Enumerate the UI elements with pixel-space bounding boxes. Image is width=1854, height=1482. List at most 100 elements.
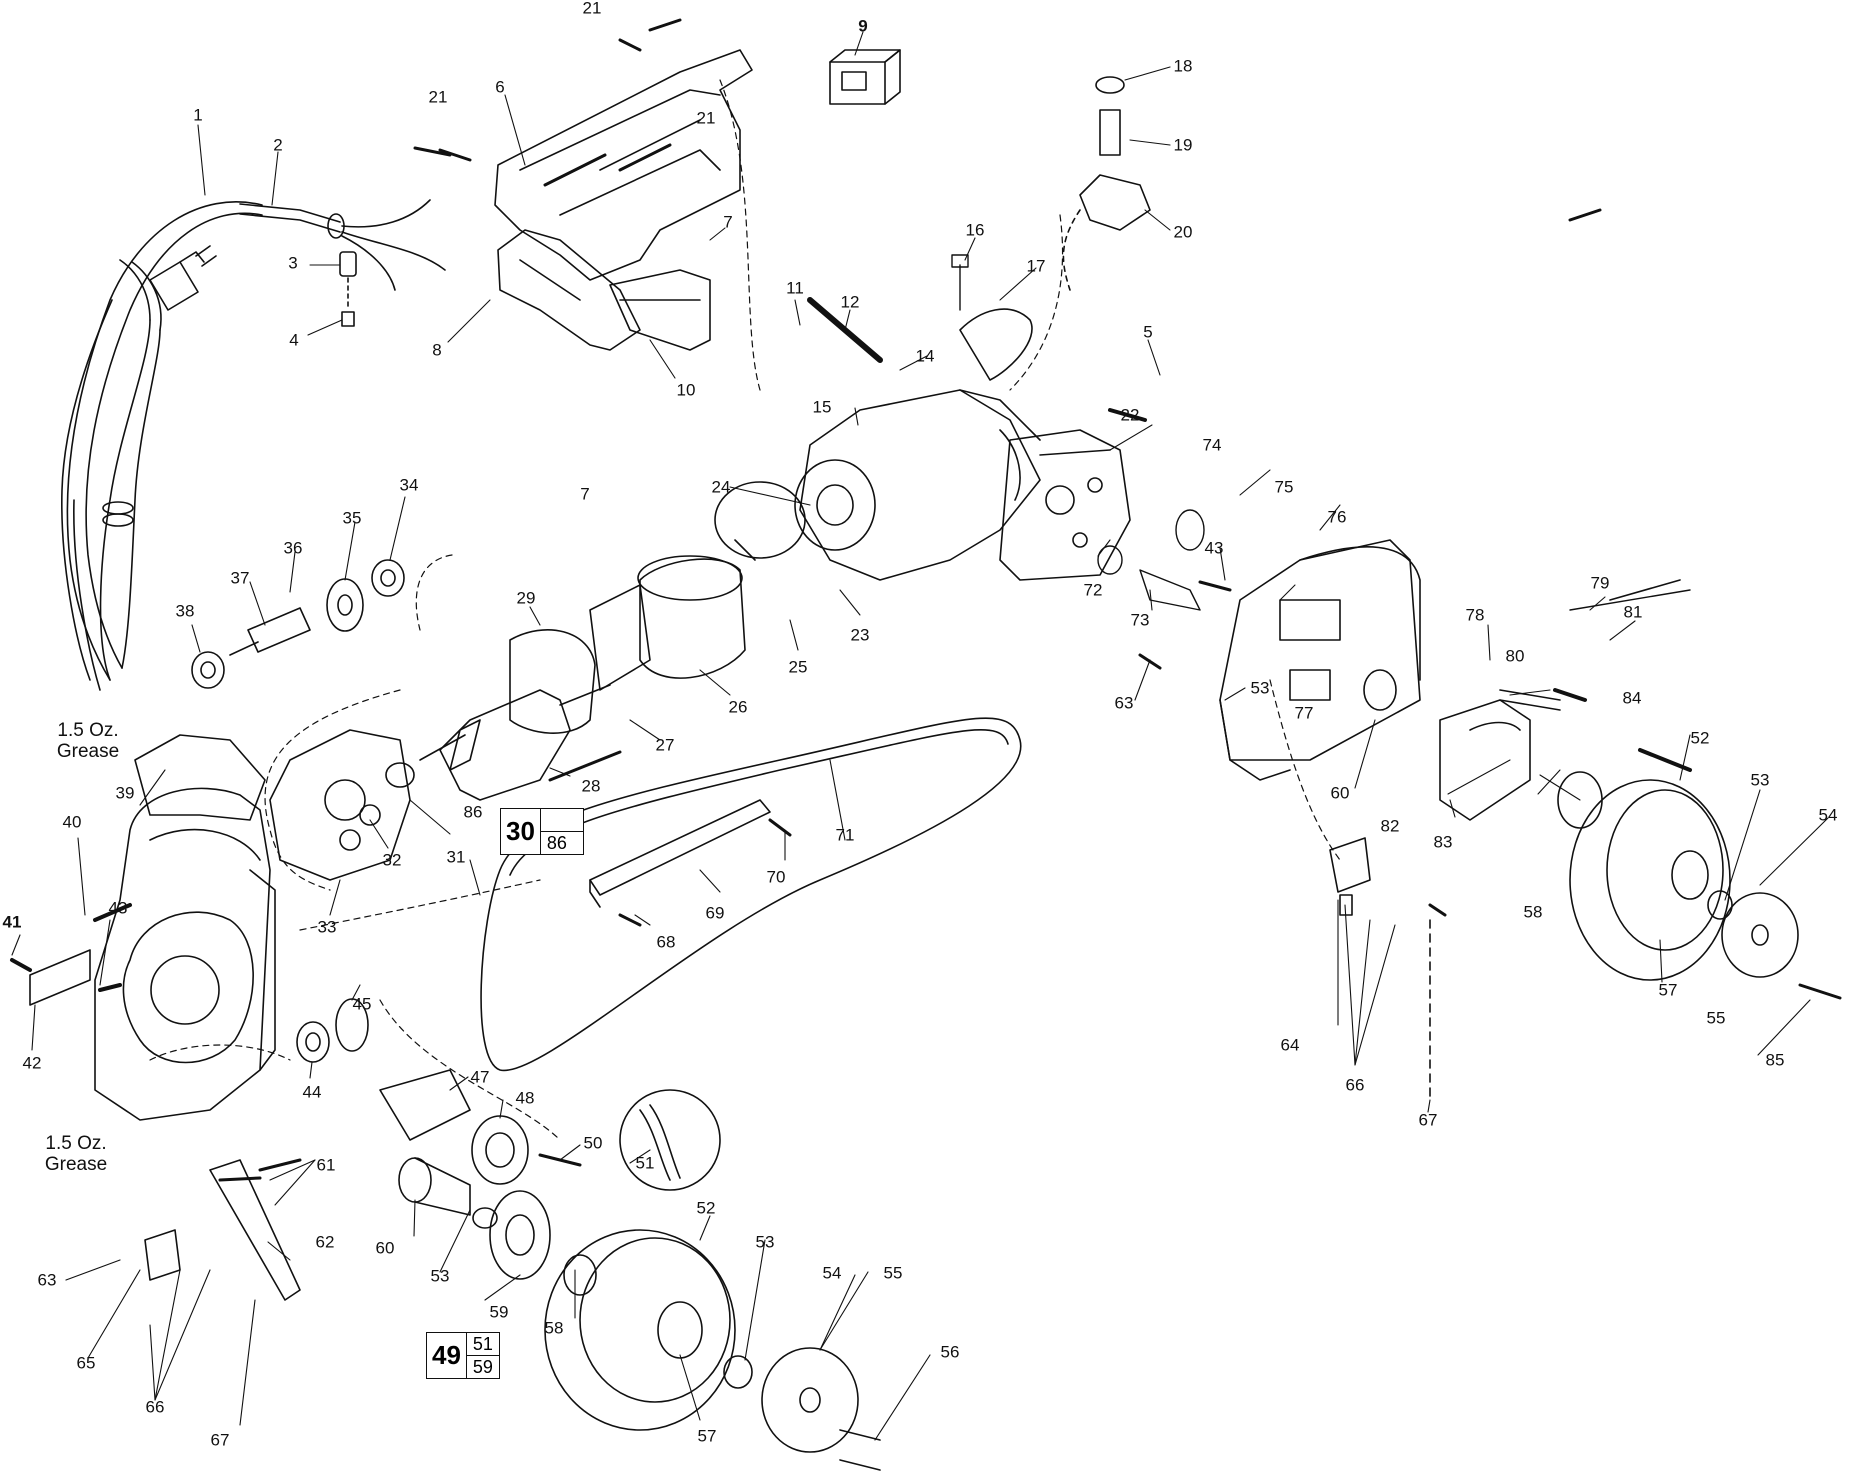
part-label-51: 51	[635, 1153, 655, 1173]
part-label-48: 48	[515, 1088, 535, 1108]
part-label-38: 38	[175, 601, 195, 621]
part-label-74: 74	[1202, 435, 1222, 455]
drive-shaft	[398, 1157, 597, 1296]
upper-adjuster	[959, 76, 1151, 381]
part-label-10: 10	[676, 380, 696, 400]
part-label-52b: 52	[1690, 728, 1710, 748]
part-label-53d: 53	[1750, 770, 1770, 790]
part-label-83: 83	[1433, 832, 1453, 852]
right-frame	[1219, 539, 1421, 781]
part-label-14: 14	[915, 346, 935, 366]
part-label-68: 68	[656, 932, 676, 952]
lower-wheel	[544, 1229, 881, 1471]
part-label-4: 4	[289, 330, 299, 350]
part-label-54a: 54	[822, 1263, 842, 1283]
part-label-52a: 52	[696, 1198, 716, 1218]
part-label-12: 12	[840, 292, 860, 312]
blade-guide	[589, 799, 771, 908]
part-label-57b: 57	[1658, 980, 1678, 1000]
armature	[419, 629, 611, 801]
gear-train	[191, 559, 405, 689]
part-label-21c: 21	[696, 108, 716, 128]
part-label-36: 36	[283, 538, 303, 558]
part-label-5: 5	[1143, 322, 1153, 342]
part-label-37: 37	[230, 568, 250, 588]
upper-wheel	[1557, 771, 1799, 981]
part-label-41: 41	[2, 912, 22, 932]
part-label-58a: 58	[544, 1318, 564, 1338]
part-label-69: 69	[705, 903, 725, 923]
part-label-7a: 7	[723, 212, 733, 232]
part-label-60a: 60	[375, 1238, 395, 1258]
part-label-2: 2	[273, 135, 283, 155]
part-label-57a: 57	[697, 1426, 717, 1446]
part-label-24: 24	[711, 477, 731, 497]
part-label-16: 16	[965, 220, 985, 240]
part-label-60b: 60	[1330, 783, 1350, 803]
part-label-54b: 54	[1818, 805, 1838, 825]
part-label-3: 3	[288, 253, 298, 273]
part-label-21a: 21	[582, 0, 602, 18]
part-label-72: 72	[1083, 580, 1103, 600]
power-cord	[61, 199, 446, 691]
bearing-plate	[269, 729, 415, 881]
part-label-43a: 43	[108, 898, 128, 918]
kit-sub-top	[540, 809, 583, 832]
part-label-71: 71	[835, 825, 855, 845]
part-label-42: 42	[22, 1053, 42, 1073]
part-label-23: 23	[850, 625, 870, 645]
part-label-75: 75	[1274, 477, 1294, 497]
part-label-86: 86	[463, 802, 483, 822]
part-label-32: 32	[382, 850, 402, 870]
part-label-1: 1	[193, 105, 203, 125]
part-label-17: 17	[1026, 256, 1046, 276]
left-housing	[29, 734, 276, 1121]
part-label-35: 35	[342, 508, 362, 528]
part-label-84: 84	[1622, 688, 1642, 708]
handle-assembly	[494, 49, 901, 351]
part-label-22: 22	[1120, 405, 1140, 425]
guide-block	[1329, 837, 1431, 1101]
fasteners	[10, 18, 1842, 1182]
part-label-47: 47	[470, 1067, 490, 1087]
part-label-67a: 67	[210, 1430, 230, 1450]
part-label-55a: 55	[883, 1263, 903, 1283]
part-label-50: 50	[583, 1133, 603, 1153]
kit-number: 30	[501, 809, 541, 854]
part-label-53c: 53	[1250, 678, 1270, 698]
part-label-64: 64	[1280, 1035, 1300, 1055]
part-label-66b: 66	[1345, 1075, 1365, 1095]
part-label-27: 27	[655, 735, 675, 755]
part-label-56: 56	[940, 1342, 960, 1362]
part-label-28: 28	[581, 776, 601, 796]
part-label-82: 82	[1380, 816, 1400, 836]
part-label-61: 61	[316, 1155, 336, 1175]
part-label-80: 80	[1505, 646, 1525, 666]
part-label-21b: 21	[428, 87, 448, 107]
field-assembly	[589, 481, 806, 691]
part-label-78: 78	[1465, 605, 1485, 625]
leader-paths	[149, 79, 1341, 1141]
part-label-73: 73	[1130, 610, 1150, 630]
part-label-53a: 53	[755, 1232, 775, 1252]
part-label-79: 79	[1590, 573, 1610, 593]
part-label-34: 34	[399, 475, 419, 495]
part-label-25: 25	[788, 657, 808, 677]
part-label-66a: 66	[145, 1397, 165, 1417]
part-label-65: 65	[76, 1353, 96, 1373]
part-label-8: 8	[432, 340, 442, 360]
part-label-59: 59	[489, 1302, 509, 1322]
part-label-9: 9	[858, 16, 868, 36]
part-label-67b: 67	[1418, 1110, 1438, 1130]
part-label-18: 18	[1173, 56, 1193, 76]
part-label-39: 39	[115, 783, 135, 803]
tension-bracket	[1439, 579, 1681, 821]
part-label-63a: 63	[37, 1270, 57, 1290]
part-label-33: 33	[317, 917, 337, 937]
band-blade	[480, 717, 1022, 1072]
part-label-85: 85	[1765, 1050, 1785, 1070]
part-label-11: 11	[786, 278, 804, 298]
part-label-62: 62	[315, 1232, 335, 1252]
